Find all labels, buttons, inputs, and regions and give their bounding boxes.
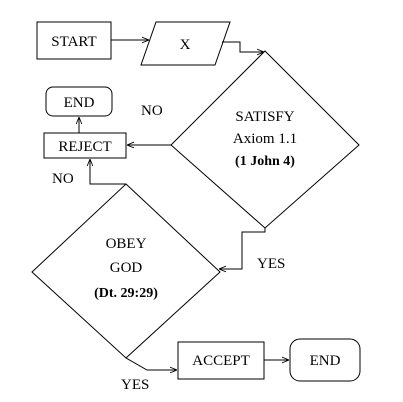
- accept-label: ACCEPT: [192, 353, 250, 369]
- input-x-label: X: [180, 37, 191, 53]
- satisfy-decision: SATISFY Axiom 1.1 (1 John 4): [170, 50, 360, 229]
- satisfy-no-label: NO: [141, 103, 163, 119]
- end-bottom-label: END: [310, 353, 341, 369]
- obey-line1: OBEY: [106, 236, 147, 252]
- start-node: START: [36, 21, 112, 60]
- reject-label: REJECT: [58, 139, 111, 155]
- satisfy-yes-label: YES: [257, 256, 285, 272]
- obey-line2: GOD: [110, 260, 143, 276]
- satisfy-line1: SATISFY: [235, 109, 294, 125]
- arrow-obey-to-accept: [125, 357, 177, 370]
- reject-node: REJECT: [43, 132, 127, 159]
- end-node-bottom: END: [289, 338, 361, 382]
- end-node-top: END: [45, 86, 113, 117]
- end-top-label: END: [64, 95, 95, 111]
- input-x-node: X: [140, 21, 231, 66]
- arrow-obey-to-reject: [90, 159, 126, 185]
- accept-node: ACCEPT: [177, 341, 265, 380]
- obey-yes-label: YES: [121, 377, 149, 393]
- start-label: START: [51, 34, 96, 50]
- obey-decision: OBEY GOD (Dt. 29:29): [31, 183, 221, 359]
- arrow-x-to-satisfy: [222, 41, 264, 52]
- obey-no-label: NO: [52, 171, 74, 187]
- arrow-satisfy-to-obey: [219, 228, 266, 269]
- obey-line3: (Dt. 29:29): [94, 286, 158, 301]
- satisfy-line2: Axiom 1.1: [233, 131, 297, 147]
- satisfy-line3: (1 John 4): [235, 154, 295, 169]
